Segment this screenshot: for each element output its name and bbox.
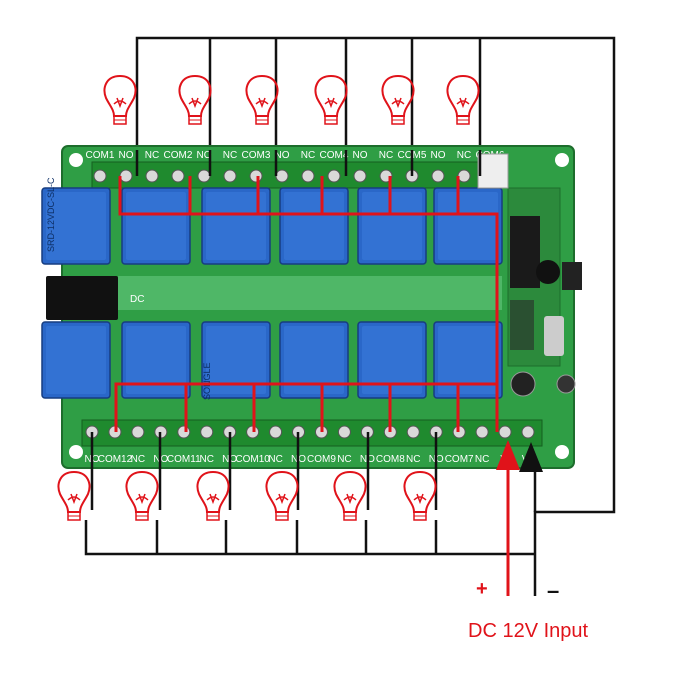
terminal-label: NC xyxy=(475,454,489,465)
terminal-label: NC xyxy=(406,454,420,465)
negative-wire-top xyxy=(135,36,616,596)
terminal-screw xyxy=(197,169,211,183)
positive-polarity-label: + xyxy=(476,578,488,600)
top-terminal-screws xyxy=(93,169,497,183)
light-bulb-icon xyxy=(265,471,299,521)
terminal-screw xyxy=(223,169,237,183)
bottom-lamp-wires xyxy=(84,432,535,556)
terminal-screw xyxy=(177,425,191,439)
dc-jack-label: DC xyxy=(130,294,144,305)
terminal-label: COM10 xyxy=(235,454,270,465)
light-bulb-icon xyxy=(103,75,137,125)
terminal-label: NC xyxy=(223,150,237,161)
bottom-lamps xyxy=(57,471,437,521)
terminal-label: NC xyxy=(200,454,214,465)
light-bulb-icon xyxy=(178,75,212,125)
terminal-screw xyxy=(521,425,535,439)
terminal-label: COM1 xyxy=(86,150,115,161)
terminal-label: NC xyxy=(145,150,159,161)
terminal-screw xyxy=(145,169,159,183)
terminal-label: COM8 xyxy=(376,454,405,465)
light-bulb-icon xyxy=(196,471,230,521)
terminal-screw xyxy=(337,425,351,439)
dc-jack xyxy=(46,276,118,320)
light-bulb-icon xyxy=(333,471,367,521)
terminal-label: NC xyxy=(131,454,145,465)
bottom-terminal-screws xyxy=(85,425,535,439)
light-bulb-icon xyxy=(403,471,437,521)
light-bulb-icon xyxy=(245,75,279,125)
terminal-label: NO xyxy=(197,150,212,161)
terminal-label: COM4 xyxy=(320,150,349,161)
power-input xyxy=(496,440,543,596)
light-bulb-icon xyxy=(446,75,480,125)
terminal-label: NO xyxy=(431,150,446,161)
terminal-label: COM7 xyxy=(445,454,474,465)
negative-drops-top xyxy=(135,150,482,176)
light-bulb-icon xyxy=(125,471,159,521)
terminal-screw xyxy=(200,425,214,439)
terminal-label: NC xyxy=(379,150,393,161)
light-bulb-icon xyxy=(57,471,91,521)
terminal-label: COM9 xyxy=(307,454,336,465)
relay-brand-label: SONGLE xyxy=(202,362,212,400)
terminal-label: NC xyxy=(337,454,351,465)
terminal-screw xyxy=(269,425,283,439)
terminal-label: NO xyxy=(119,150,134,161)
terminal-screw xyxy=(171,169,185,183)
terminal-screw xyxy=(93,169,107,183)
terminal-label: NC xyxy=(268,454,282,465)
terminal-label: COM11 xyxy=(167,454,201,465)
terminal-screw xyxy=(406,425,420,439)
terminal-screw xyxy=(457,169,471,183)
terminal-screw xyxy=(353,169,367,183)
terminal-screw xyxy=(275,169,289,183)
terminal-screw xyxy=(475,425,489,439)
relay-model-label: SRD-12VDC-SL-C xyxy=(46,177,56,252)
light-bulb-icon xyxy=(314,75,348,125)
terminal-label: COM12 xyxy=(98,454,133,465)
terminal-screw xyxy=(498,425,512,439)
terminal-screw xyxy=(131,425,145,439)
terminal-label: NO xyxy=(275,150,290,161)
light-bulb-icon xyxy=(381,75,415,125)
terminal-screw xyxy=(431,169,445,183)
positive-wire-board xyxy=(114,176,499,432)
arrow-up-icon xyxy=(496,440,520,470)
terminal-screw xyxy=(327,169,341,183)
receiver-module xyxy=(477,153,582,397)
terminal-screw xyxy=(249,169,263,183)
terminal-screw xyxy=(301,169,315,183)
terminal-screw xyxy=(119,169,133,183)
terminal-label: COM2 xyxy=(164,150,193,161)
arrow-up-icon xyxy=(519,442,543,472)
dc-input-caption: DC 12V Input xyxy=(468,620,589,642)
negative-polarity-label: – xyxy=(547,578,560,603)
top-lamps xyxy=(103,75,480,125)
terminal-label: NC xyxy=(301,150,315,161)
terminal-label: NC xyxy=(457,150,471,161)
terminal-label: COM3 xyxy=(242,150,271,161)
terminal-label: NO xyxy=(353,150,368,161)
